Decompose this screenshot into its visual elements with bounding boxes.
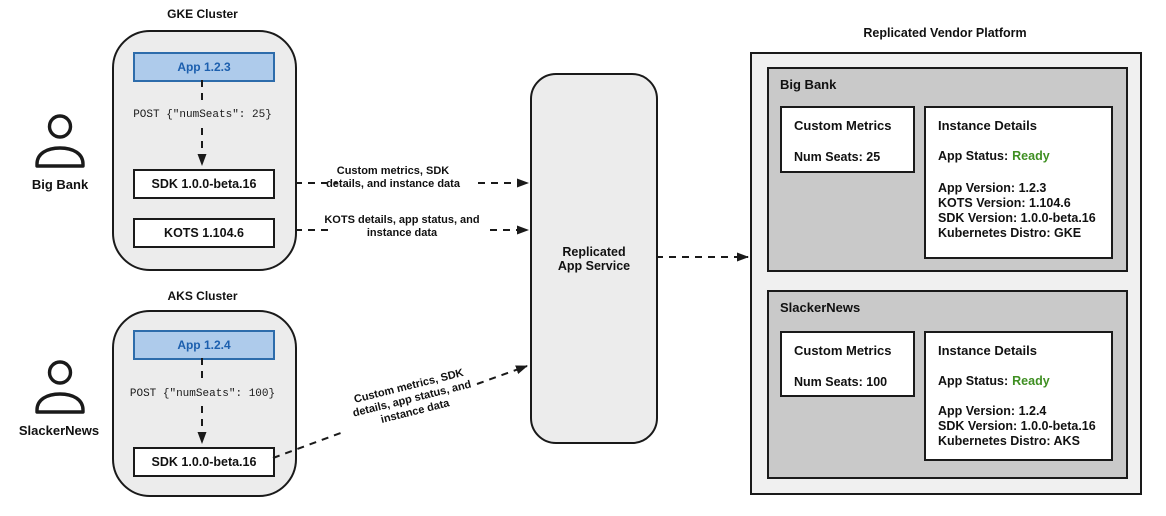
app-status-value: Ready — [1012, 149, 1050, 163]
aks-app-node: App 1.2.4 — [133, 330, 275, 360]
gke-kots-node: KOTS 1.104.6 — [133, 218, 275, 248]
person-icon — [35, 114, 85, 168]
gke-post-call: POST {"numSeats": 25} — [133, 109, 272, 121]
edge-label-sdk-data: Custom metrics, SDK details, and instanc… — [326, 165, 460, 190]
edge-label-kots-data: KOTS details, app status, and instance d… — [324, 214, 480, 239]
instance-details-title: Instance Details — [938, 118, 1037, 133]
detail-line: SDK Version: 1.0.0-beta.16 — [938, 419, 1096, 433]
gke-cluster-title: GKE Cluster — [167, 7, 238, 21]
gke-app-node: App 1.2.3 — [133, 52, 275, 82]
platform-title: Replicated Vendor Platform — [863, 26, 1027, 40]
custom-metrics-box: Custom Metrics Num Seats: 100 — [780, 331, 915, 397]
detail-line: App Version: 1.2.4 — [938, 404, 1047, 418]
app-status-line: App Status:Ready — [938, 374, 1111, 389]
app-status-line: App Status:Ready — [938, 149, 1111, 164]
custom-metrics-value: Num Seats: 25 — [794, 150, 881, 164]
custom-metrics-title: Custom Metrics — [794, 343, 892, 358]
custom-metrics-box: Custom Metrics Num Seats: 25 — [780, 106, 915, 173]
app-status-label: App Status: — [938, 149, 1009, 163]
aks-sdk-node: SDK 1.0.0-beta.16 — [133, 447, 275, 477]
gke-sdk-node: SDK 1.0.0-beta.16 — [133, 169, 275, 199]
app-status-label: App Status: — [938, 374, 1009, 388]
instance-detail-lines: App Version: 1.2.3 KOTS Version: 1.104.6… — [938, 181, 1111, 241]
person-icon — [35, 360, 85, 414]
aks-post-call: POST {"numSeats": 100} — [129, 388, 276, 400]
detail-line: Kubernetes Distro: AKS — [938, 434, 1080, 448]
detail-line: Kubernetes Distro: GKE — [938, 226, 1082, 240]
actor-label-big-bank: Big Bank — [31, 177, 89, 192]
app-status-value: Ready — [1012, 374, 1050, 388]
instance-details-box: Instance Details App Status:Ready App Ve… — [924, 331, 1113, 461]
customer-name: Big Bank — [780, 77, 837, 92]
replicated-app-service-node: Replicated App Service — [530, 73, 658, 444]
aks-cluster-title: AKS Cluster — [167, 289, 238, 303]
instance-details-title: Instance Details — [938, 343, 1037, 358]
customer-name: SlackerNews — [780, 300, 861, 315]
actor-label-slackernews: SlackerNews — [18, 423, 100, 438]
detail-line: SDK Version: 1.0.0-beta.16 — [938, 211, 1096, 225]
instance-detail-lines: App Version: 1.2.4 SDK Version: 1.0.0-be… — [938, 404, 1111, 449]
custom-metrics-value: Num Seats: 100 — [794, 375, 888, 389]
instance-details-box: Instance Details App Status:Ready App Ve… — [924, 106, 1113, 259]
detail-line: KOTS Version: 1.104.6 — [938, 196, 1071, 210]
detail-line: App Version: 1.2.3 — [938, 181, 1047, 195]
edge-label-aks-sdk-data: Custom metrics, SDK details, app status,… — [351, 366, 473, 426]
custom-metrics-title: Custom Metrics — [794, 118, 892, 133]
